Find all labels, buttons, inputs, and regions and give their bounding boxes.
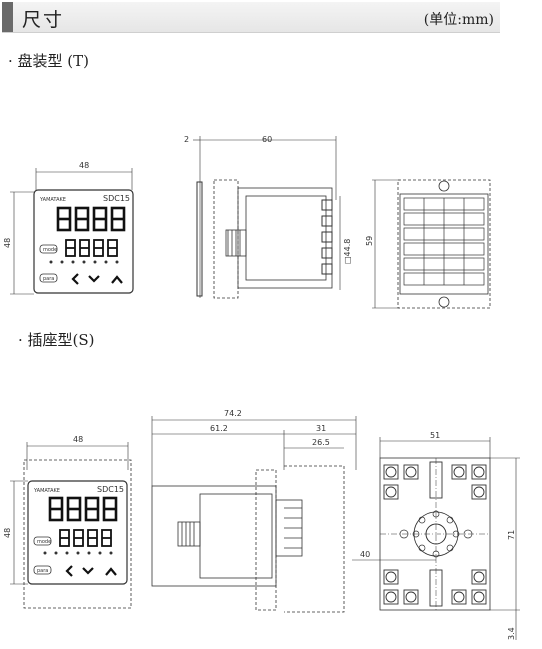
section-socket-mount: · 插座型(S) bbox=[18, 331, 95, 349]
panel-front-brand: YAMATAKE bbox=[39, 197, 66, 203]
panel-side-square-label: □44.8 bbox=[343, 239, 352, 264]
header-accent-bar bbox=[2, 2, 13, 32]
socket-front-brand: YAMATAKE bbox=[33, 488, 60, 494]
panel-front-width-label: 48 bbox=[79, 161, 89, 170]
socket-base-view: 51 71 3.4 40 bbox=[352, 431, 520, 640]
panel-side-depth-label: 60 bbox=[262, 135, 272, 144]
panel-back-view: 59 bbox=[365, 179, 491, 309]
socket-side-view: 74.2 61.2 31 26.5 bbox=[151, 409, 357, 613]
socket-side-socket-label: 31 bbox=[316, 424, 326, 433]
socket-base-height-label: 71 bbox=[507, 530, 516, 540]
socket-side-body-label: 61.2 bbox=[210, 424, 228, 433]
panel-front-mode-key: mode bbox=[43, 247, 57, 253]
socket-base-pitch-label: 40 bbox=[360, 550, 370, 559]
panel-back-height-label: 59 bbox=[365, 236, 374, 246]
socket-front-mode-key: mode bbox=[37, 539, 51, 545]
page-title: 尺寸 bbox=[22, 9, 65, 31]
socket-base-foot-label: 3.4 bbox=[507, 627, 516, 640]
socket-front-width-label: 48 bbox=[73, 435, 83, 444]
socket-side-total-label: 74.2 bbox=[224, 409, 242, 418]
panel-side-view: 2 60 □44.8 bbox=[184, 135, 352, 299]
socket-side-inner-label: 26.5 bbox=[312, 438, 330, 447]
socket-front-para-key: para bbox=[37, 568, 48, 574]
panel-front-para-key: para bbox=[43, 276, 54, 282]
panel-front-height-label: 48 bbox=[3, 238, 12, 248]
page-header: 尺寸 (单位:mm) bbox=[2, 2, 500, 33]
panel-front-view: 48 48 YAMATAKE SDC15 mode para bbox=[3, 161, 134, 295]
socket-base-width-label: 51 bbox=[430, 431, 440, 440]
panel-side-thickness-label: 2 bbox=[184, 135, 189, 144]
socket-front-model: SDC15 bbox=[97, 485, 124, 494]
panel-front-model: SDC15 bbox=[103, 194, 130, 203]
unit-note: (单位:mm) bbox=[423, 12, 494, 28]
section-panel-mount: · 盘装型 (T) bbox=[8, 52, 90, 70]
socket-front-view: 48 48 YAMATAKE SDC15 mode para bbox=[3, 435, 132, 609]
socket-front-height-label: 48 bbox=[3, 528, 12, 538]
